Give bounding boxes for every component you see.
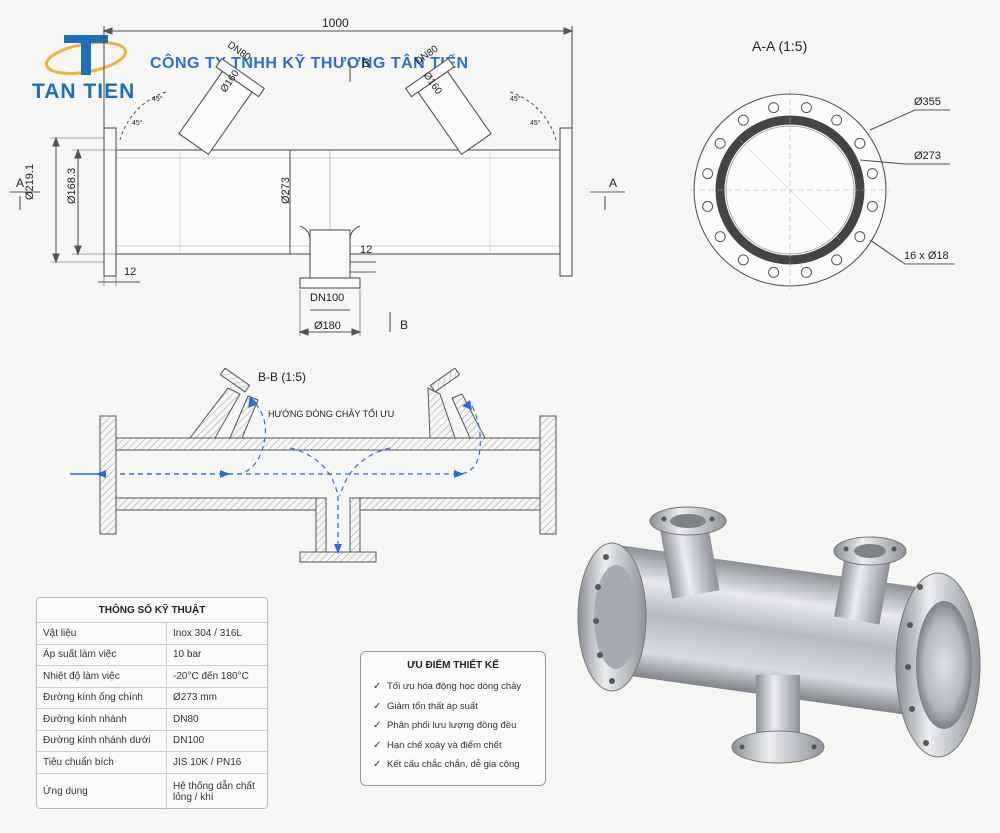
spec-key: Tiêu chuẩn bích — [37, 751, 167, 773]
bolt-hole — [768, 102, 780, 114]
dim-aa-holes: 16 x Ø18 — [904, 250, 949, 262]
logo-mark — [45, 35, 127, 75]
bolt-hole — [737, 254, 749, 266]
dim-aa-outer: Ø355 — [914, 96, 941, 108]
label-angle-right-a: 45° — [530, 120, 541, 127]
bolt-hole — [702, 168, 714, 180]
spec-key: Áp suất làm việc — [37, 643, 167, 666]
advantage-text: Hạn chế xoáy và điểm chết — [387, 739, 502, 751]
section-aa-title: A-A (1:5) — [752, 38, 808, 54]
bolt-hole — [800, 102, 812, 114]
spec-value: DN80 — [166, 708, 267, 730]
spec-value: -20°C đến 180°C — [166, 665, 267, 687]
dim-flange-thk-bottom: 12 — [360, 244, 373, 256]
check-icon: ✓ — [373, 700, 382, 712]
advantage-item: ✓ Kết cấu chắc chắn, dễ gia công — [373, 755, 545, 775]
spec-table-title: THÔNG SỐ KỸ THUẬT — [98, 605, 206, 616]
spec-row: Nhiệt độ làm việc-20°C đến 180°C — [37, 665, 267, 687]
spec-key: Đường kính nhánh dưới — [37, 729, 167, 752]
spec-key: Nhiệt độ làm việc — [37, 665, 167, 687]
bolt-hole — [702, 200, 714, 212]
advantage-text: Tối ưu hóa động học dòng chảy — [387, 681, 522, 693]
dim-flange-thk-left: 12 — [124, 266, 137, 278]
label-angle-left-a: 45° — [132, 120, 143, 127]
bolt-hole — [866, 168, 878, 180]
spec-value: JIS 10K / PN16 — [166, 751, 267, 773]
spec-value: 10 bar — [166, 643, 267, 666]
advantage-item: ✓ Phân phối lưu lượng đồng đều — [373, 716, 545, 736]
spec-value: Hệ thống dẫn chất lỏng / khí — [166, 772, 267, 810]
bolt-hole — [831, 114, 843, 126]
spec-key: Vật liệu — [37, 622, 167, 644]
advantage-item: ✓ Giảm tổn thất áp suất — [373, 697, 545, 717]
bolt-hole — [866, 200, 878, 212]
check-icon: ✓ — [373, 681, 382, 693]
label-bottom-branch: DN100 — [310, 292, 345, 304]
bolt-hole — [714, 137, 726, 149]
advantage-text: Kết cấu chắc chắn, dễ gia công — [387, 759, 520, 771]
section-aa-drawing — [690, 90, 955, 290]
section-mark-a-right: A — [609, 176, 618, 190]
bolt-hole — [831, 254, 843, 266]
check-icon: ✓ — [373, 759, 382, 771]
dim-overall-length: 1000 — [322, 16, 349, 30]
flow-label: HƯỚNG DÒNG CHẢY TỐI ƯU — [268, 409, 395, 419]
bolt-hole — [737, 114, 749, 126]
advantages-panel: ƯU ĐIỂM THIẾT KẾ ✓ Tối ưu hóa động học dò… — [360, 651, 546, 786]
product-3d-render — [577, 506, 981, 764]
section-mark-b-top: B — [362, 56, 371, 70]
bolt-hole — [768, 266, 780, 278]
spec-key: Đường kính ống chính — [37, 686, 167, 709]
section-bb-drawing — [70, 368, 557, 563]
spec-value: DN100 — [166, 729, 267, 752]
advantage-item: ✓ Tối ưu hóa động học dòng chảy — [373, 677, 545, 697]
spec-value: Ø273 mm — [166, 686, 267, 709]
bolt-hole — [800, 266, 812, 278]
dim-main-dia: Ø273 — [280, 177, 292, 204]
label-angle-right-b: 45° — [510, 96, 521, 103]
section-mark-b-bottom: B — [400, 318, 409, 332]
spec-key: Ứng dụng — [37, 772, 167, 810]
logo — [28, 22, 138, 102]
advantages-list: ✓ Tối ưu hóa động học dòng chảy ✓ Giảm tổn … — [361, 677, 545, 775]
label-angle-left-b: 45° — [152, 96, 163, 103]
dim-flange-od: Ø219.1 — [24, 163, 36, 200]
advantage-text: Phân phối lưu lượng đồng đều — [387, 720, 517, 732]
section-bb-title: B-B (1:5) — [258, 370, 307, 384]
check-icon: ✓ — [373, 720, 382, 732]
advantages-title: ƯU ĐIỂM THIẾT KẾ — [407, 660, 499, 671]
advantage-text: Giảm tổn thất áp suất — [387, 700, 478, 712]
bolt-hole — [854, 137, 866, 149]
section-mark-a-left: A — [16, 176, 25, 190]
check-icon: ✓ — [373, 739, 382, 751]
spec-value: Inox 304 / 316L — [166, 622, 267, 644]
advantage-item: ✓ Hạn chế xoáy và điểm chết — [373, 736, 545, 756]
bolt-hole — [714, 231, 726, 243]
dim-aa-inner: Ø273 — [914, 150, 941, 162]
bolt-hole — [854, 231, 866, 243]
logo-text: TAN TIEN — [32, 80, 136, 103]
spec-key: Đường kính nhánh — [37, 708, 167, 730]
dim-bottom-flange-dia: Ø180 — [314, 320, 341, 332]
dim-pipe-od: Ø168.3 — [66, 167, 78, 204]
front-view-drawing — [10, 26, 625, 336]
